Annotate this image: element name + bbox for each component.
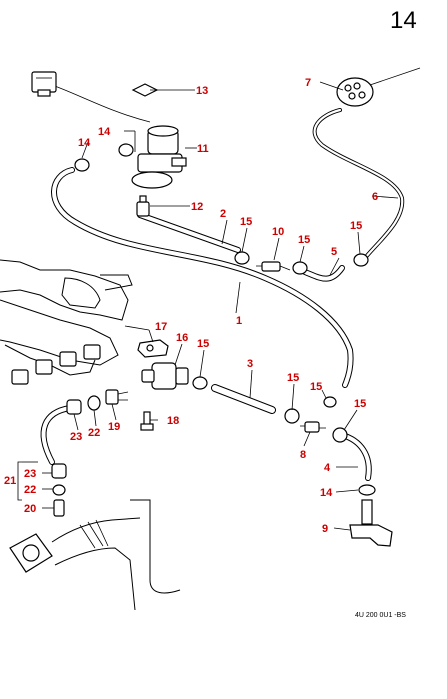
t-piece-9	[349, 499, 393, 547]
check-valve-8	[300, 421, 326, 433]
callout-18: 18	[167, 415, 179, 427]
bracket-17	[137, 339, 169, 358]
callout-23-upper: 23	[70, 431, 82, 443]
clamp-14	[74, 143, 376, 496]
callout-15-g: 15	[354, 398, 366, 410]
hose-5	[302, 265, 345, 282]
tube-6	[312, 108, 405, 260]
washer-22-lower	[52, 484, 66, 496]
callout-3: 3	[247, 358, 253, 370]
leader-lines	[17, 81, 399, 531]
callout-7: 7	[305, 77, 311, 89]
callout-12: 12	[191, 201, 203, 213]
callout-15-a: 15	[240, 216, 252, 228]
callout-23-lower: 23	[24, 468, 36, 480]
nut-23-upper	[66, 399, 82, 415]
callout-15-c: 15	[350, 220, 362, 232]
fitting-20	[53, 499, 65, 517]
fitting-19	[105, 389, 129, 405]
connector-7	[336, 77, 374, 107]
callout-14-right: 14	[320, 487, 333, 499]
callouts: 1 2 3 4 5 6 7 8 9 10 11 12 13 14 14 14 1…	[4, 77, 378, 535]
callout-19: 19	[108, 421, 120, 433]
callout-13: 13	[196, 85, 208, 97]
callout-15-e: 15	[287, 372, 299, 384]
nut-23-lower	[51, 463, 67, 479]
callout-21: 21	[4, 475, 16, 487]
connector-12	[136, 195, 150, 217]
page-number: 14	[390, 7, 417, 34]
callout-15-f: 15	[310, 381, 322, 393]
reference-code: 4U 200 0U1 -BS	[355, 612, 406, 619]
callout-4: 4	[324, 462, 331, 474]
wire-lead	[51, 84, 151, 123]
hose-2	[137, 212, 241, 253]
callout-14-left: 14	[78, 137, 91, 149]
callout-9: 9	[322, 523, 328, 535]
callout-5: 5	[331, 246, 337, 258]
exhaust-pipe	[9, 499, 181, 611]
callout-11: 11	[197, 143, 209, 155]
callout-15-d: 15	[197, 338, 209, 350]
callout-20: 20	[24, 503, 36, 515]
wire-7	[369, 67, 421, 86]
valve-16	[141, 362, 189, 390]
callout-10: 10	[272, 226, 284, 238]
callout-16: 16	[176, 332, 188, 344]
intake-manifold	[0, 259, 133, 385]
solenoid-valve-11	[131, 125, 187, 189]
callout-22-lower: 22	[24, 484, 36, 496]
screw-18	[140, 411, 154, 431]
callout-17: 17	[155, 321, 167, 333]
hose-small-left	[40, 405, 73, 465]
clamp-15	[192, 251, 369, 443]
check-valve-10	[256, 261, 291, 272]
callout-6: 6	[372, 191, 378, 203]
callout-2: 2	[220, 208, 226, 220]
hose-3	[211, 384, 276, 414]
callout-14-top: 14	[98, 126, 111, 138]
washer-22-upper	[87, 395, 101, 411]
callout-15-b: 15	[298, 234, 310, 246]
electrical-connector	[31, 71, 57, 97]
hose-1	[51, 167, 354, 388]
hose-4	[339, 432, 372, 481]
callout-22-upper: 22	[88, 427, 100, 439]
callout-1: 1	[236, 315, 242, 327]
callout-8: 8	[300, 449, 306, 461]
